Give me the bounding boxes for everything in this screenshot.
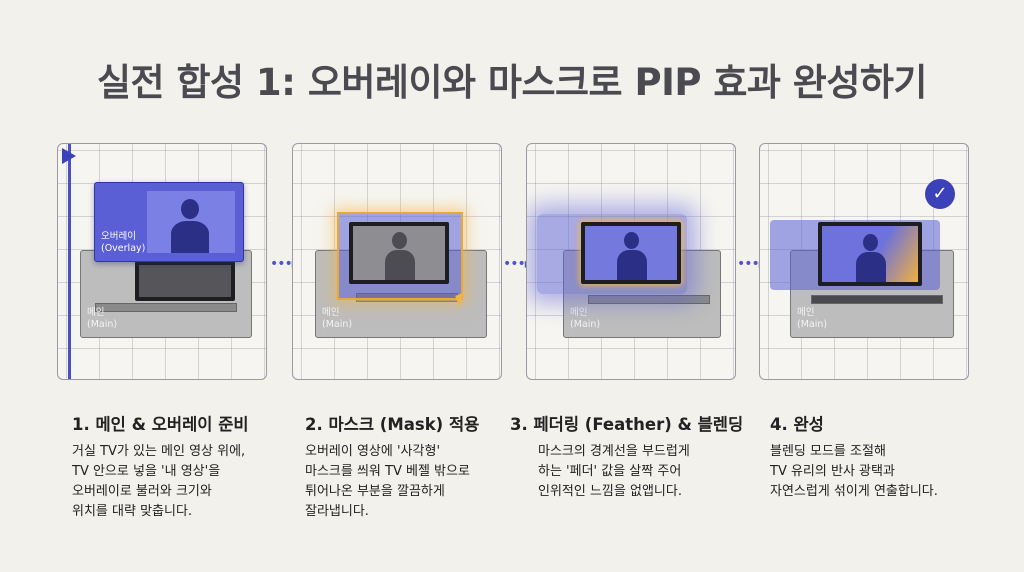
step3-illustration: 메인(Main): [526, 143, 736, 380]
overlay-layer: 오버레이 (Overlay): [94, 182, 244, 262]
tv-icon: [135, 261, 235, 301]
step2-description: 오버레이 영상에 '사각형' 마스크를 씌워 TV 베젤 밖으로 튀어나온 부분…: [305, 444, 470, 519]
check-icon: ✓: [925, 179, 955, 209]
main-layer-label: 메인(Main): [87, 307, 118, 330]
timeline-bar: [68, 144, 71, 379]
step4-title: 4. 완성: [770, 415, 824, 434]
step4-description: 블렌딩 모드를 조절해 TV 유리의 반사 광택과 자연스럽게 섞이게 연출합니…: [770, 444, 938, 499]
step2-illustration: 메인(Main): [292, 143, 502, 380]
main-layer-label: 메인(Main): [570, 307, 601, 330]
step2-title: 2. 마스크 (Mask) 적용: [305, 415, 480, 434]
arrow-1-2: •••▸: [270, 256, 299, 272]
step1-title: 1. 메인 & 오버레이 준비: [72, 415, 249, 434]
overlay-label: 오버레이 (Overlay): [101, 231, 146, 254]
arrow-2-3: •••▸: [503, 256, 532, 272]
step3-title: 3. 페더링 (Feather) & 블렌딩: [510, 415, 744, 434]
main-layer: 메인(Main): [80, 250, 252, 338]
page-title: 실전 합성 1: 오버레이와 마스크로 PIP 효과 완성하기: [97, 61, 927, 104]
arrow-3-4: •••▸: [737, 256, 766, 272]
play-icon: [62, 148, 76, 164]
main-layer-label: 메인(Main): [322, 307, 353, 330]
step1-illustration: 메인(Main) 오버레이 (Overlay): [57, 143, 267, 380]
step4-illustration: 메인(Main) ✓: [759, 143, 969, 380]
step1-description: 거실 TV가 있는 메인 영상 위에, TV 안으로 넣을 '내 영상'을 오버…: [72, 444, 246, 519]
main-layer-label: 메인(Main): [797, 307, 828, 330]
step3-description: 마스크의 경계선을 부드럽게 하는 '페더' 값을 살짝 주어 인위적인 느낌을…: [538, 444, 690, 499]
